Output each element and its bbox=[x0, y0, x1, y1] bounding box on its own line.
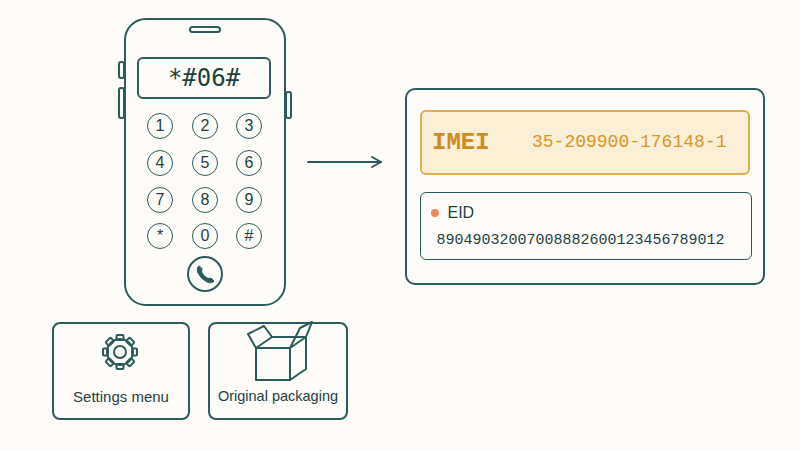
source-box: Settings menu bbox=[52, 322, 190, 420]
gear-tooth bbox=[106, 338, 114, 346]
keypad-key: 8 bbox=[192, 187, 218, 213]
keypad-key: 3 bbox=[236, 113, 262, 139]
imei-label: IMEI bbox=[432, 129, 490, 158]
keypad-key: 5 bbox=[192, 150, 218, 176]
key-label: # bbox=[245, 226, 254, 245]
gear-tooth bbox=[117, 364, 124, 369]
keypad-key: 7 bbox=[147, 187, 173, 213]
gear-tooth bbox=[126, 338, 134, 346]
eid-label: EID bbox=[448, 203, 475, 222]
eid-box: EID 89049032007008882600123456789012 bbox=[420, 192, 752, 260]
key-label: * bbox=[157, 226, 163, 245]
key-label: 0 bbox=[201, 226, 210, 245]
keypad-key: 6 bbox=[236, 150, 262, 176]
keypad-key: 4 bbox=[147, 150, 173, 176]
source-label: Settings menu bbox=[54, 388, 188, 406]
gear-tooth bbox=[126, 358, 134, 366]
call-button bbox=[188, 257, 222, 291]
key-label: 5 bbox=[201, 153, 210, 172]
gear-tooth bbox=[117, 335, 124, 340]
source-box: Original packaging bbox=[208, 322, 348, 420]
key-label: 6 bbox=[245, 153, 254, 172]
key-label: 9 bbox=[245, 190, 254, 209]
gear-tooth bbox=[106, 358, 114, 366]
gear-tooth bbox=[103, 349, 108, 356]
key-label: 7 bbox=[156, 190, 165, 209]
phone-glyph bbox=[197, 266, 214, 283]
phone-outline: *#06# 1 2 3 4 5 6 7 8 9 * 0 # bbox=[124, 18, 286, 306]
speaker-slot bbox=[190, 27, 220, 32]
key-label: 2 bbox=[201, 116, 210, 135]
dial-display: *#06# bbox=[137, 57, 271, 99]
keypad-key: # bbox=[236, 223, 262, 249]
source-label: Original packaging bbox=[210, 388, 346, 405]
result-panel: IMEI 35-209900-176148-1EID 890490320070088… bbox=[405, 88, 765, 285]
gear-tooth bbox=[132, 349, 137, 356]
key-label: 1 bbox=[156, 116, 165, 135]
eid-number: 89049032007008882600123456789012 bbox=[437, 232, 725, 250]
keypad-key: 2 bbox=[192, 113, 218, 139]
keypad-key: 9 bbox=[236, 187, 262, 213]
imei-box: IMEI 35-209900-176148-1 bbox=[420, 110, 750, 175]
keypad-key: 1 bbox=[147, 113, 173, 139]
gear-icon bbox=[103, 335, 137, 369]
keypad-key: 0 bbox=[192, 223, 218, 249]
key-label: 4 bbox=[156, 153, 165, 172]
flow-arrow bbox=[308, 161, 381, 163]
key-label: 8 bbox=[201, 190, 210, 209]
box-icon bbox=[248, 322, 312, 380]
status-dot bbox=[431, 209, 439, 217]
keypad-key: * bbox=[147, 223, 173, 249]
key-label: 3 bbox=[245, 116, 254, 135]
imei-number: 35-209900-176148-1 bbox=[532, 132, 726, 154]
dial-code: *#06# bbox=[168, 64, 240, 93]
side-button bbox=[286, 92, 291, 118]
